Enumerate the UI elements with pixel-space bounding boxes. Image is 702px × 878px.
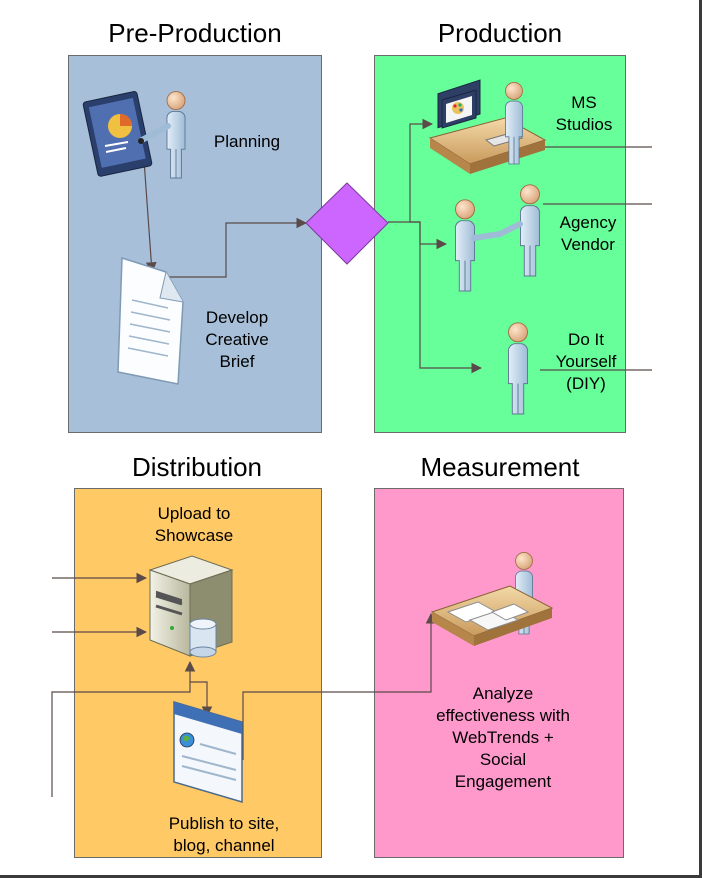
- analyze-label-line4: Social: [479, 750, 527, 769]
- publish-label-line2: blog, channel: [173, 836, 275, 855]
- web-page-icon: [173, 700, 243, 804]
- upload-label-line1: Upload to: [157, 504, 231, 523]
- ms-studios-label-line2: Studios: [555, 115, 613, 134]
- handshake-icon: [454, 184, 541, 292]
- analyst-at-desk-icon: [430, 551, 554, 646]
- presenter-icon: [82, 91, 186, 179]
- distribution-panel: [74, 488, 322, 858]
- diy-label-line1: Do It: [568, 330, 604, 349]
- analyze-label-line1: Analyze: [472, 684, 534, 703]
- ms-studios-label-line1: MS: [571, 93, 597, 112]
- studio-workstation-icon: [428, 79, 547, 174]
- heading-measurement: Measurement: [420, 452, 580, 482]
- diy-label-line3: (DIY): [566, 374, 606, 393]
- creative-brief-label-line2: Creative: [205, 330, 269, 349]
- heading-distribution: Distribution: [131, 452, 263, 482]
- analyze-label-line5: Engagement: [454, 772, 552, 791]
- document-icon: [117, 256, 184, 385]
- heading-production: Production: [437, 18, 563, 48]
- creative-brief-label-line3: Brief: [219, 352, 255, 371]
- database-icon: [189, 618, 217, 658]
- creative-brief-label-line1: Develop: [205, 308, 269, 327]
- agency-vendor-label-line2: Vendor: [561, 235, 615, 254]
- agency-vendor-label-line1: Agency: [559, 213, 617, 232]
- heading-pre-production: Pre-Production: [108, 18, 282, 48]
- planning-label: Planning: [213, 132, 281, 151]
- analyze-label-line3: WebTrends +: [452, 728, 554, 747]
- upload-label-line2: Showcase: [154, 526, 234, 545]
- analyze-label-line2: effectiveness with: [436, 706, 570, 725]
- decision-diamond: [305, 182, 389, 265]
- diy-label-line2: Yourself: [555, 352, 617, 371]
- measurement-panel: [374, 488, 624, 858]
- diy-person-icon: [507, 322, 529, 415]
- publish-label-line1: Publish to site,: [168, 814, 280, 833]
